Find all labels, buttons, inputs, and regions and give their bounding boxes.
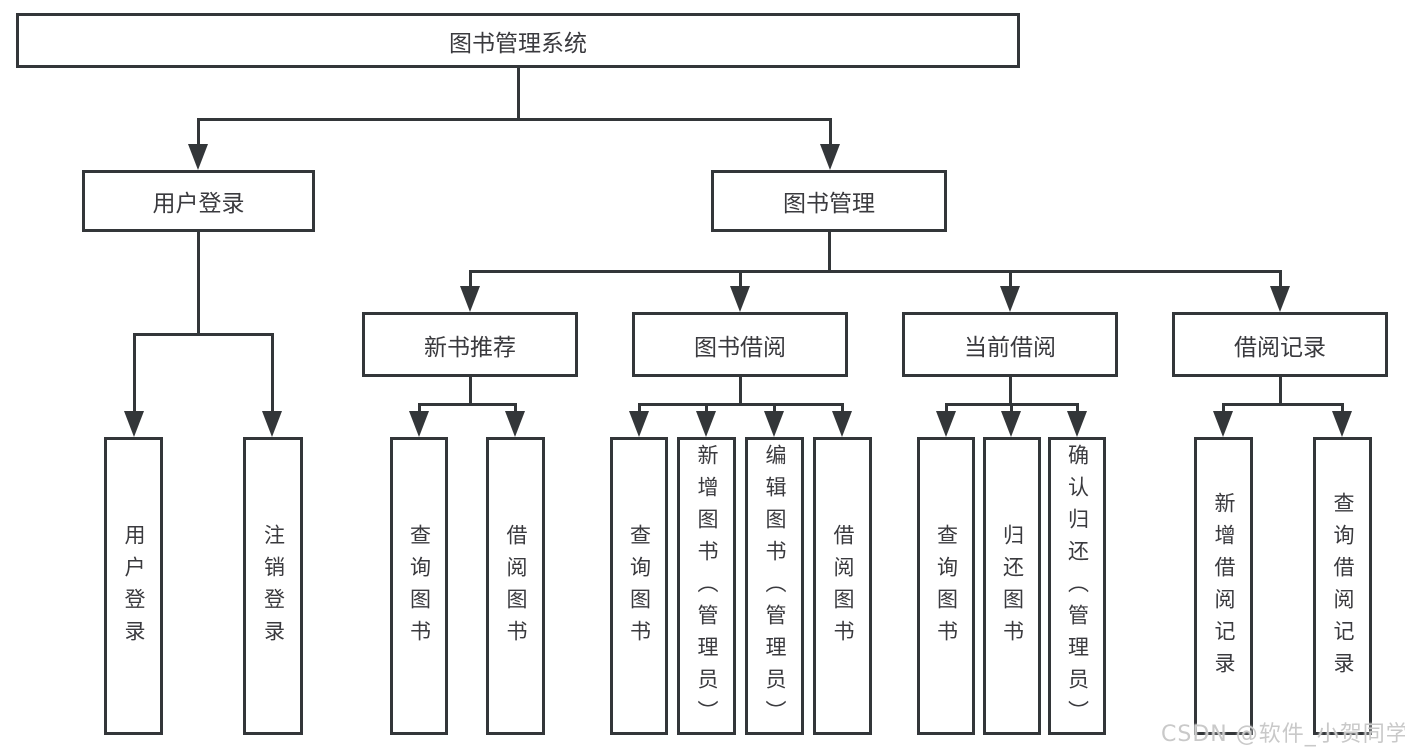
connector-line — [418, 403, 421, 415]
arrow-down-icon — [1332, 411, 1352, 437]
arrow-down-icon — [262, 411, 282, 437]
connector-line — [469, 270, 472, 290]
leaf-edit-book-admin: 编辑图书（管理员） — [745, 437, 804, 735]
connector-line — [1222, 403, 1225, 415]
arrow-down-icon — [124, 411, 144, 437]
connector-line — [514, 403, 517, 415]
connector-line — [1279, 270, 1282, 290]
leaf-confirm-return-admin: 确认归还（管理员） — [1048, 437, 1106, 735]
connector-line — [739, 377, 742, 406]
arrow-down-icon — [188, 144, 208, 170]
node-book-management-branch: 图书管理 — [711, 170, 947, 232]
connector-line — [418, 403, 517, 406]
node-new-book-recommendation: 新书推荐 — [362, 312, 578, 377]
csdn-watermark: CSDN @软件_小贺同学 — [1161, 722, 1405, 747]
connector-line — [197, 232, 200, 335]
connector-line — [638, 403, 641, 415]
arrow-down-icon — [730, 286, 750, 312]
connector-line — [705, 403, 708, 415]
connector-line — [197, 118, 200, 148]
connector-line — [469, 377, 472, 406]
arrow-down-icon — [820, 144, 840, 170]
connector-line — [1009, 270, 1012, 290]
arrow-down-icon — [1067, 411, 1087, 437]
arrow-down-icon — [1270, 286, 1290, 312]
arrow-down-icon — [1001, 411, 1021, 437]
arrow-down-icon — [505, 411, 525, 437]
connector-line — [1279, 377, 1282, 406]
arrow-down-icon — [696, 411, 716, 437]
connector-line — [638, 403, 843, 406]
connector-line — [271, 333, 274, 415]
arrow-down-icon — [629, 411, 649, 437]
arrow-down-icon — [460, 286, 480, 312]
connector-line — [1010, 403, 1013, 415]
connector-line — [1076, 403, 1079, 415]
connector-line — [773, 403, 776, 415]
arrow-down-icon — [1000, 286, 1020, 312]
connector-line — [841, 403, 844, 415]
leaf-query-borrow-record: 查询借阅记录 — [1313, 437, 1372, 735]
leaf-query-books-current: 查询图书 — [917, 437, 975, 735]
leaf-add-borrow-record: 新增借阅记录 — [1194, 437, 1253, 735]
connector-line — [945, 403, 948, 415]
node-current-borrowing: 当前借阅 — [902, 312, 1118, 377]
leaf-borrow-books-recommend: 借阅图书 — [486, 437, 545, 735]
connector-line — [1009, 377, 1012, 406]
connector-line — [517, 68, 520, 120]
connector-line — [828, 232, 831, 272]
connector-line — [1222, 403, 1343, 406]
arrow-down-icon — [1213, 411, 1233, 437]
leaf-user-login: 用户登录 — [104, 437, 163, 735]
leaf-add-book-admin: 新增图书（管理员） — [677, 437, 736, 735]
arrow-down-icon — [409, 411, 429, 437]
connector-line — [197, 118, 831, 121]
connector-line — [829, 118, 832, 148]
node-user-login-branch: 用户登录 — [82, 170, 315, 232]
arrow-down-icon — [764, 411, 784, 437]
leaf-query-books-recommend: 查询图书 — [390, 437, 448, 735]
arrow-down-icon — [832, 411, 852, 437]
leaf-query-books-borrow: 查询图书 — [610, 437, 668, 735]
leaf-logout: 注销登录 — [243, 437, 303, 735]
node-borrowing-records: 借阅记录 — [1172, 312, 1388, 377]
leaf-return-books: 归还图书 — [983, 437, 1041, 735]
connector-line — [739, 270, 742, 290]
arrow-down-icon — [936, 411, 956, 437]
leaf-borrow-books: 借阅图书 — [813, 437, 872, 735]
connector-line — [469, 270, 1281, 273]
connector-line — [133, 333, 274, 336]
connector-line — [133, 333, 136, 415]
node-book-borrowing: 图书借阅 — [632, 312, 848, 377]
node-library-system: 图书管理系统 — [16, 13, 1020, 68]
connector-line — [1341, 403, 1344, 415]
